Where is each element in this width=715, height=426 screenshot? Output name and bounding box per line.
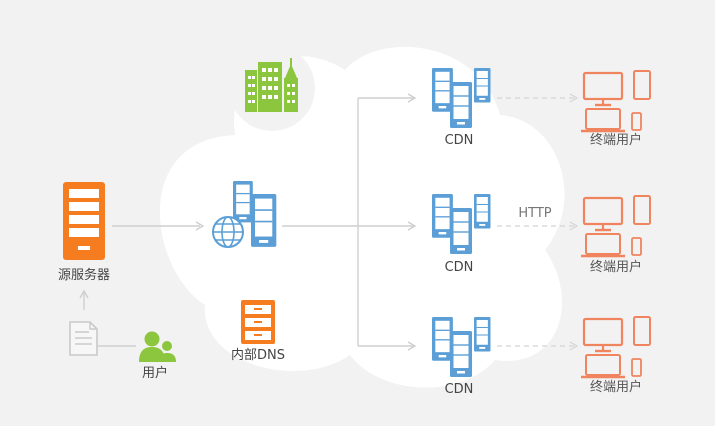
cdn-label: CDN [444, 133, 474, 148]
end-user-label: 终端用户 [589, 133, 643, 148]
origin-server-label: 源服务器 [57, 268, 111, 283]
end-user-label: 终端用户 [589, 260, 643, 275]
building-icon [229, 45, 315, 131]
document-icon [69, 321, 98, 356]
end-user-label: 终端用户 [589, 380, 643, 395]
connector-lines [79, 93, 417, 351]
dns-server-icon [241, 300, 275, 344]
terminal-devices-icon [579, 69, 652, 133]
internal-dns-label: 内部DNS [231, 348, 285, 363]
http-dashed-lines [497, 97, 575, 347]
globe-server-icon [212, 180, 278, 248]
user-label: 用户 [141, 366, 169, 381]
terminal-devices-icon [579, 315, 652, 379]
http-label: HTTP [518, 206, 552, 221]
user-group-icon [139, 331, 176, 362]
cdn-label: CDN [444, 260, 474, 275]
terminal-devices-icon [579, 194, 652, 258]
origin-server-icon [63, 182, 105, 260]
cdn-label: CDN [444, 382, 474, 397]
